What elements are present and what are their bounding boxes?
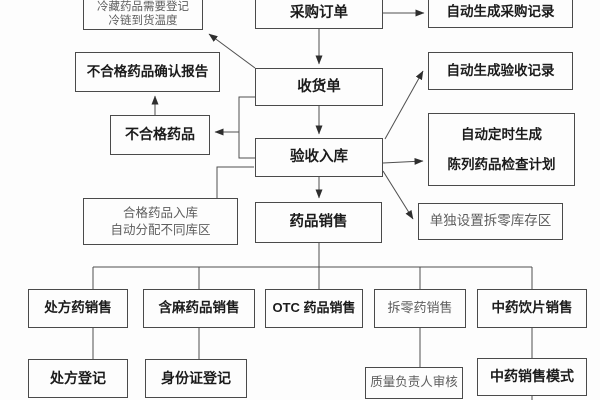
node-quality-review-label: 质量负责人审核 xyxy=(370,375,458,390)
node-tcm-piece-sales: 中药饮片销售 xyxy=(477,289,587,328)
node-receiving-note: 收货单 xyxy=(255,68,383,106)
node-drug-sales-label: 药品销售 xyxy=(289,214,348,231)
node-rx-sales-label: 处方药销售 xyxy=(44,300,112,316)
node-receiving-note-label: 收货单 xyxy=(297,78,341,95)
node-auto-acceptance-record-label: 自动生成验收记录 xyxy=(446,62,555,78)
node-tcm-piece-sales-label: 中药饮片销售 xyxy=(491,300,573,316)
node-otc-sales-label: OTC 药品销售 xyxy=(272,300,356,316)
node-acceptance-storage: 验收入库 xyxy=(255,138,383,177)
edge-bracket-receiving-acceptance xyxy=(238,96,255,159)
node-cold-chain-note-line2: 冷链到货温度 xyxy=(108,15,178,27)
node-auto-inspection-plan-line2: 陈列药品检查计划 xyxy=(447,156,556,172)
node-auto-purchase-record-label: 自动生成采购记录 xyxy=(446,4,555,20)
node-auto-acceptance-record: 自动生成验收记录 xyxy=(428,52,573,90)
node-id-registration: 身份证登记 xyxy=(145,359,247,398)
node-separate-bulk-area-label: 单独设置拆零库存区 xyxy=(429,213,552,229)
node-qualified-storage-line2: 自动分配不同库区 xyxy=(110,222,211,237)
edge-acceptance-to-inspectionplan xyxy=(382,157,424,165)
node-cold-chain-note: 冷藏药品需要登记 冷链到货温度 xyxy=(83,0,203,30)
node-auto-inspection-plan: 自动定时生成 陈列药品检查计划 xyxy=(428,113,575,186)
node-bulk-sales-label: 拆零药销售 xyxy=(387,300,453,316)
node-qualified-storage-line1: 合格药品入库 xyxy=(122,205,198,220)
edge-receiving-to-coldchain xyxy=(208,33,256,69)
node-acceptance-storage-label: 验收入库 xyxy=(290,149,348,166)
node-rx-registration-label: 处方登记 xyxy=(50,369,106,386)
node-tcm-sales-mode-label: 中药销售模式 xyxy=(490,368,574,385)
edge-acceptance-to-bulkarea xyxy=(382,170,414,220)
edge-qualified-to-acceptance xyxy=(216,166,254,198)
node-separate-bulk-area: 单独设置拆零库存区 xyxy=(418,203,563,240)
node-cold-chain-note-line1: 冷藏药品需要登记 xyxy=(97,1,189,13)
node-narcotic-sales-label: 含麻药品销售 xyxy=(158,300,240,316)
node-rx-sales: 处方药销售 xyxy=(28,289,128,328)
node-qualified-storage: 合格药品入库 自动分配不同库区 xyxy=(83,198,238,245)
node-narcotic-sales: 含麻药品销售 xyxy=(143,289,255,328)
edge-acceptance-to-acceptrecord xyxy=(384,70,424,140)
node-unqualified-drugs: 不合格药品 xyxy=(110,115,210,155)
node-auto-purchase-record: 自动生成采购记录 xyxy=(428,0,573,28)
node-auto-inspection-plan-line1: 自动定时生成 xyxy=(461,126,542,142)
node-bulk-sales: 拆零药销售 xyxy=(374,289,466,328)
node-quality-review: 质量负责人审核 xyxy=(365,367,463,399)
node-rx-registration: 处方登记 xyxy=(28,359,128,398)
node-id-registration-label: 身份证登记 xyxy=(161,369,231,386)
node-tcm-sales-mode: 中药销售模式 xyxy=(477,358,587,396)
node-otc-sales: OTC 药品销售 xyxy=(265,289,363,328)
node-drug-sales: 药品销售 xyxy=(255,202,382,243)
node-purchase-order: 采购订单 xyxy=(255,0,383,29)
node-unqualified-drugs-label: 不合格药品 xyxy=(125,126,195,143)
node-unqualified-report: 不合格药品确认报告 xyxy=(75,52,220,92)
node-unqualified-report-label: 不合格药品确认报告 xyxy=(86,63,209,79)
node-purchase-order-label: 采购订单 xyxy=(290,4,348,21)
